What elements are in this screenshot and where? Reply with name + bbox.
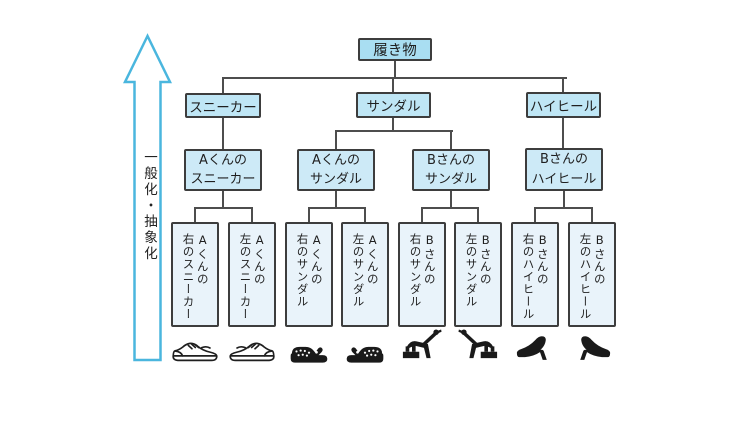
connector [534, 207, 536, 224]
connector [194, 207, 253, 209]
connector [450, 130, 452, 151]
category-box-high-heels: ハイヒール [526, 92, 601, 118]
connector [308, 207, 310, 224]
category-label: ハイヒール [529, 99, 598, 115]
leaf-owner: Bさんの [422, 233, 437, 286]
leaf-item: 左のサンダル [464, 233, 479, 308]
leaf-owner: Aくんの [252, 233, 267, 286]
leaf-box-b-right-sandal: Bさんの 右のサンダル [398, 222, 446, 327]
connector [394, 59, 396, 79]
generalization-arrow-icon [118, 28, 180, 368]
leaf-box-a-right-sneaker: Aくんの 右のスニーカー [171, 222, 219, 327]
instance-line2: サンダル [309, 172, 362, 187]
category-box-sandals: サンダル [356, 92, 431, 118]
connector [364, 207, 366, 224]
leaf-box-a-left-sandal: Aくんの 左のサンダル [341, 222, 389, 327]
instance-box-a-sandals: Aくんの サンダル [297, 149, 375, 191]
connector [335, 130, 337, 151]
leaf-item: 右のサンダル [408, 233, 423, 308]
connector [477, 207, 479, 224]
leaf-owner: Bさんの [592, 233, 607, 286]
connector [222, 189, 224, 209]
instance-line2: サンダル [424, 172, 477, 187]
connector [392, 77, 394, 93]
connector [222, 116, 224, 151]
connector [392, 116, 394, 132]
instance-box-a-sneakers: Aくんの スニーカー [184, 149, 262, 191]
left-platform-sandal-icon [452, 329, 504, 361]
instance-box-b-high-heels: Bさんの ハイヒール [525, 148, 603, 191]
left-sneaker-icon [226, 332, 278, 364]
leaf-owner: Aくんの [365, 233, 380, 286]
connector [534, 207, 593, 209]
instance-line2: ハイヒール [531, 171, 597, 187]
left-high-heel-pump-icon [566, 331, 618, 363]
connector [222, 77, 224, 94]
leaf-item: 左のハイヒール [578, 233, 593, 321]
instance-line1: Aくんの [312, 152, 360, 168]
connector [308, 207, 366, 209]
category-label: スニーカー [189, 99, 257, 116]
leaf-item: 右のサンダル [295, 233, 310, 308]
connector [421, 207, 423, 224]
leaf-box-b-left-high-heel: Bさんの 左のハイヒール [568, 222, 616, 327]
connector [251, 207, 253, 224]
connector [450, 189, 452, 209]
instance-line1: Bさんの [540, 152, 588, 167]
root-box-footwear: 履き物 [358, 38, 432, 61]
instance-box-b-sandals: Bさんの サンダル [412, 149, 490, 191]
connector [562, 116, 564, 150]
category-label: サンダル [366, 99, 421, 115]
leaf-box-a-right-sandal: Aくんの 右のサンダル [285, 222, 333, 327]
leaf-owner: Aくんの [309, 233, 324, 286]
leaf-owner: Bさんの [535, 233, 550, 286]
right-platform-sandal-icon [396, 329, 448, 361]
right-sneaker-icon [169, 332, 221, 364]
leaf-box-b-left-sandal: Bさんの 左のサンダル [454, 222, 502, 327]
connector [194, 207, 196, 224]
connector [562, 77, 564, 93]
connector [421, 207, 479, 209]
leaf-item: 右のハイヒール [521, 233, 536, 321]
instance-line1: Bさんの [427, 152, 475, 168]
root-label: 履き物 [373, 43, 417, 59]
category-box-sneakers: スニーカー [185, 93, 261, 118]
right-high-heel-pump-icon [509, 331, 561, 363]
instance-line1: Aくんの [199, 152, 247, 168]
connector [335, 130, 453, 132]
connector [591, 207, 593, 224]
left-clog-sandal-icon [339, 334, 391, 366]
connector [222, 77, 567, 79]
right-clog-sandal-icon [283, 334, 335, 366]
leaf-owner: Aくんの [195, 233, 210, 286]
leaf-item: 左のスニーカー [238, 233, 253, 321]
connector [563, 189, 565, 209]
connector [335, 189, 337, 209]
leaf-box-b-right-high-heel: Bさんの 右のハイヒール [511, 222, 559, 327]
instance-line2: スニーカー [190, 172, 256, 187]
leaf-item: 右のスニーカー [181, 233, 196, 321]
leaf-item: 左のサンダル [351, 233, 366, 308]
axis-label: 一般化・抽象化 [141, 150, 157, 262]
leaf-box-a-left-sneaker: Aくんの 左のスニーカー [228, 222, 276, 327]
leaf-owner: Bさんの [478, 233, 493, 286]
